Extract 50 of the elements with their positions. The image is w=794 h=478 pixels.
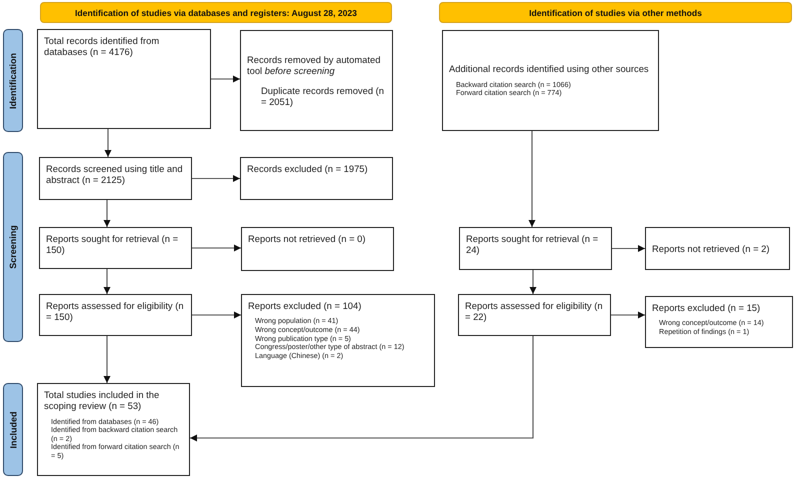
process-box xyxy=(241,294,435,387)
arrow xyxy=(211,76,240,82)
box-title: Records excluded (n = 1975) xyxy=(247,163,369,174)
box-title: Reports excluded (n = 15) xyxy=(652,302,762,314)
phase-band xyxy=(3,383,23,476)
box-title: Reports sought for retrieval (n = 24) xyxy=(466,233,600,256)
box-title: Additional records identified using other sources xyxy=(449,63,650,74)
arrow xyxy=(530,270,536,294)
box-title: Reports excluded (n = 104) xyxy=(248,300,362,312)
section-header: Identification of studies via other methods xyxy=(439,2,792,23)
process-box xyxy=(240,157,393,200)
phase-band xyxy=(3,29,23,132)
process-box xyxy=(39,227,192,269)
phase-label: Identification xyxy=(8,52,18,108)
box-title: Total records identified from databases (n = 4176) xyxy=(44,35,160,58)
process-box xyxy=(241,227,394,271)
process-box xyxy=(39,294,192,336)
arrow xyxy=(192,244,241,252)
process-box xyxy=(37,29,211,129)
box-title: Reports assessed for eligibility (n = 22) xyxy=(465,300,604,323)
process-box xyxy=(458,294,611,336)
process-box xyxy=(37,383,190,476)
arrow xyxy=(190,336,534,442)
arrow xyxy=(104,200,110,227)
process-box xyxy=(645,227,790,270)
box-title: Reports not retrieved (n = 0) xyxy=(248,233,367,244)
arrow xyxy=(104,269,110,294)
box-title: Reports sought for retrieval (n = 150) xyxy=(46,233,180,256)
arrow xyxy=(611,312,645,318)
process-box xyxy=(240,30,393,131)
phase-band xyxy=(3,152,23,342)
box-title: Total studies included in the scoping review (n = 53) xyxy=(44,389,160,412)
box-title: Records screened using title and abstract (n = 2125) xyxy=(46,163,184,186)
arrow xyxy=(612,245,645,252)
arrow xyxy=(104,129,112,157)
arrow xyxy=(192,312,241,318)
process-box xyxy=(39,157,192,200)
process-box xyxy=(645,296,793,348)
arrow xyxy=(528,131,536,227)
box-detail: Duplicate records removed (n = 2051) xyxy=(261,84,385,108)
arrow xyxy=(192,175,240,182)
section-header: Identification of studies via databases and registers: August 28, 2023 xyxy=(40,2,392,23)
process-box xyxy=(459,227,612,270)
box-title: Reports assessed for eligibility (n = 150) xyxy=(46,300,185,323)
arrow xyxy=(104,336,110,383)
phase-label: Screening xyxy=(8,225,18,269)
phase-label: Included xyxy=(8,411,18,448)
process-box xyxy=(442,30,659,131)
box-title: Reports not retrieved (n = 2) xyxy=(652,242,771,254)
box-title: Records removed by automated tool before screening xyxy=(247,54,382,76)
